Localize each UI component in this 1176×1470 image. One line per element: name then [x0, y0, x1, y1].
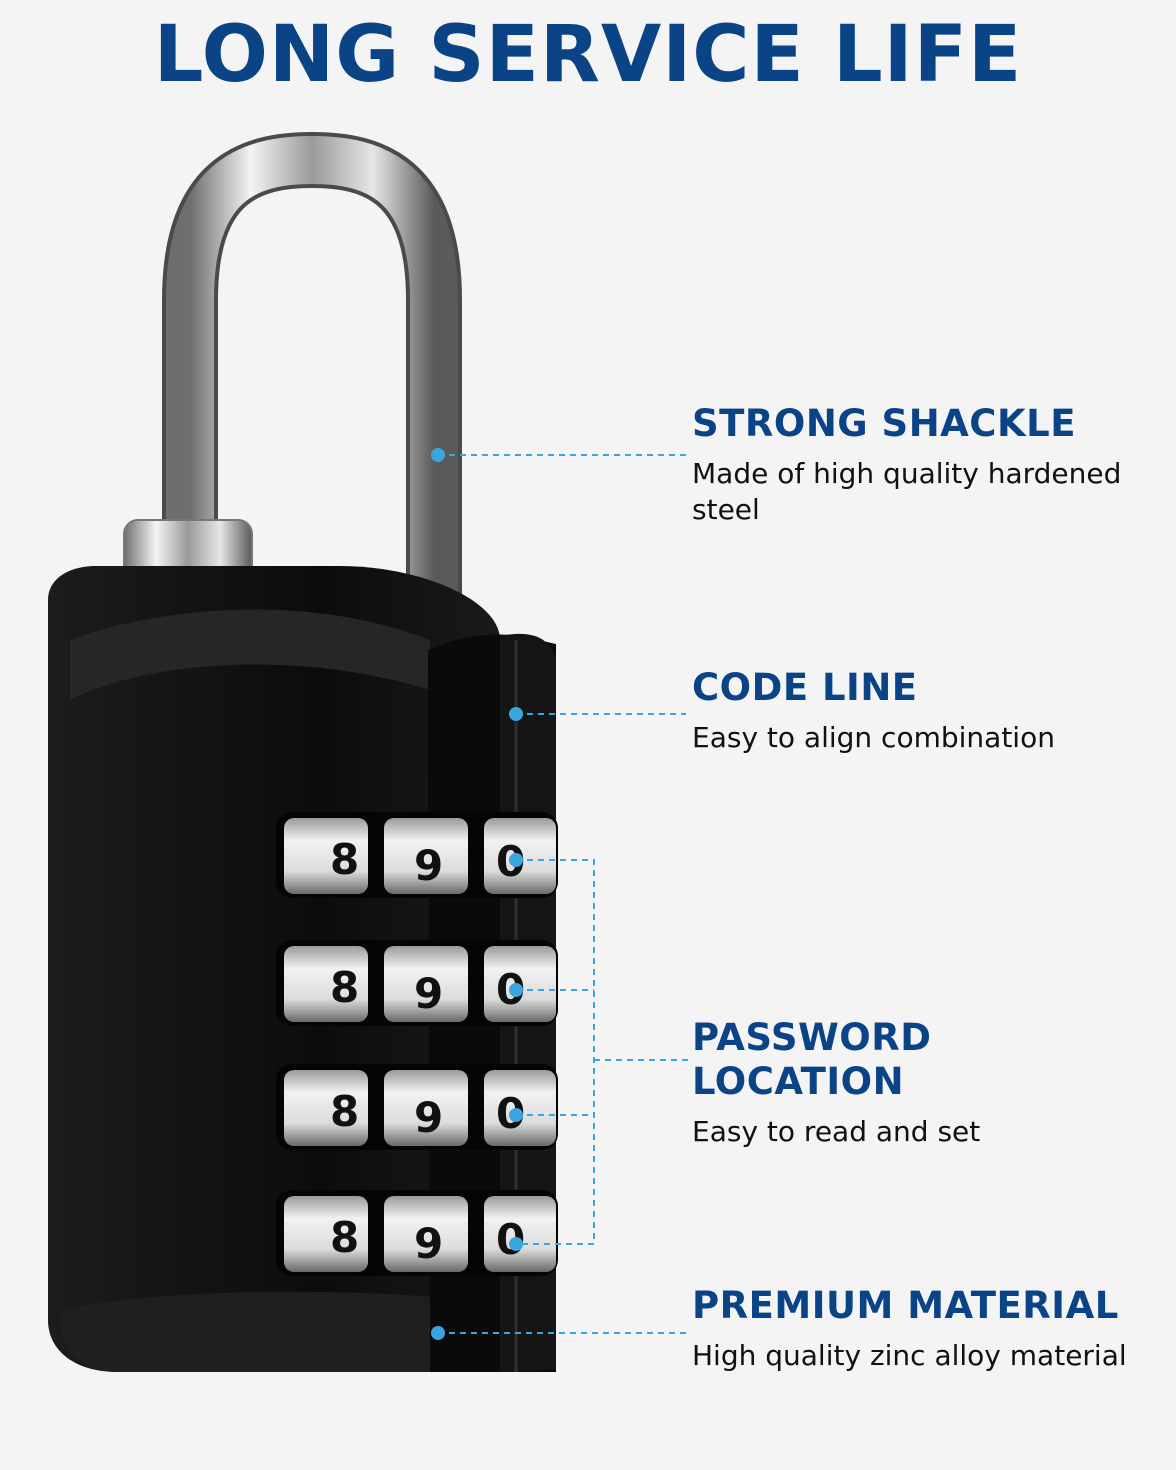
feature-title: STRONG SHACKLE	[692, 402, 1076, 445]
callout-dot-icon	[509, 1237, 523, 1251]
callout-dot-icon	[431, 1326, 445, 1340]
feature-title: PREMIUM MATERIAL	[692, 1284, 1119, 1327]
dial-digit: 9	[414, 841, 443, 890]
feature-description: High quality zinc alloy material	[692, 1339, 1127, 1372]
dial-digit: 8	[330, 835, 359, 884]
callout-dot-icon	[509, 853, 523, 867]
callout-dot-icon	[509, 1108, 523, 1122]
feature-title: CODE LINE	[692, 666, 918, 709]
feature-description: Made of high quality hardened steel	[692, 457, 1122, 526]
callout-dot-icon	[509, 983, 523, 997]
callout-dot-icon	[431, 448, 445, 462]
feature-title: PASSWORD LOCATION	[692, 1016, 932, 1103]
callout-lines	[438, 454, 690, 1334]
combination-dials: 8 9 0 8 9 0 8 9 0 8 9	[276, 812, 558, 1276]
dial-row[interactable]: 8 9 0	[276, 1064, 558, 1150]
dial-digit: 8	[330, 963, 359, 1012]
feature-premium-material: PREMIUM MATERIAL High quality zinc alloy…	[692, 1284, 1152, 1374]
dial-digit: 9	[414, 1093, 443, 1142]
callout-line-password	[516, 859, 690, 1245]
feature-strong-shackle: STRONG SHACKLE Made of high quality hard…	[692, 402, 1152, 528]
feature-description: Easy to align combination	[692, 721, 1055, 754]
dial-digit: 8	[330, 1087, 359, 1136]
callout-dots	[431, 448, 523, 1340]
page-title: LONG SERVICE LIFE	[153, 10, 1023, 100]
dial-row[interactable]: 8 9 0	[276, 1190, 558, 1276]
dial-digit: 8	[330, 1213, 359, 1262]
feature-code-line: CODE LINE Easy to align combination	[692, 666, 1152, 756]
feature-password-location: PASSWORD LOCATION Easy to read and set	[692, 1016, 1152, 1150]
dial-digit: 9	[414, 1219, 443, 1268]
dial-digit: 9	[414, 969, 443, 1018]
callout-dot-icon	[509, 707, 523, 721]
feature-description: Easy to read and set	[692, 1115, 981, 1148]
dial-row[interactable]: 8 9 0	[276, 940, 558, 1026]
